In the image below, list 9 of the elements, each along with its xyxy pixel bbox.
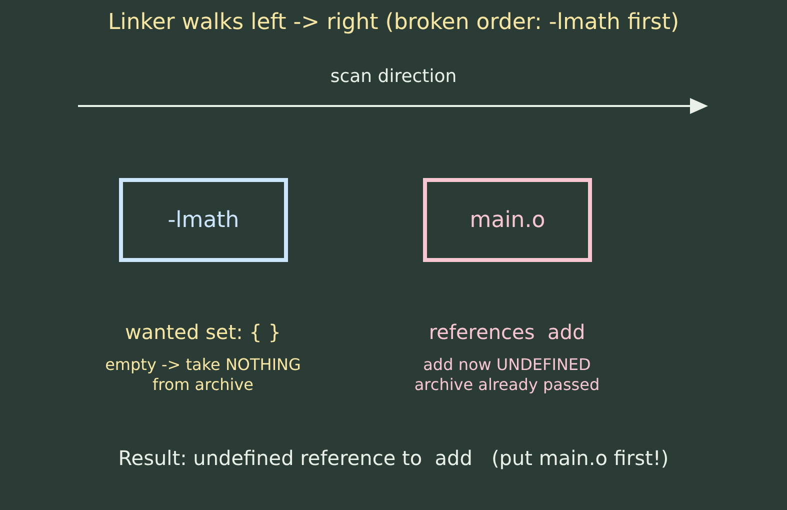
node-label: wanted set: { } [124, 322, 282, 342]
result-note: Result: undefined reference to add (put main.o first!) [117, 446, 670, 470]
process-box: main.o [423, 178, 592, 262]
note-text: empty -> take NOTHING from archive [104, 355, 302, 395]
note-text: add now UNDEFINED archive already passed [413, 355, 601, 395]
process-box: -lmath [119, 178, 288, 262]
title: Linker walks left -> right (broken order: -lmath first) [106, 10, 680, 35]
node-label: references add [428, 322, 586, 342]
arrow-label: scan direction [329, 66, 458, 87]
